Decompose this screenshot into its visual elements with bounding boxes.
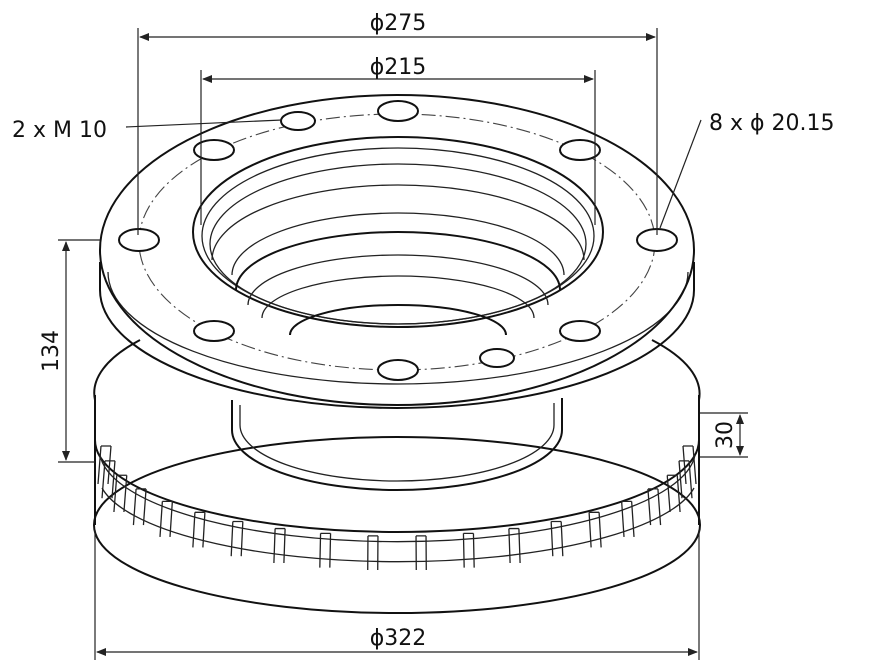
vent-vane [132, 488, 147, 526]
rotor-disc [93, 339, 701, 614]
vent-vane [462, 532, 475, 568]
vent-vane [192, 511, 206, 548]
vent-vane [666, 474, 681, 513]
vent-vane [647, 488, 662, 526]
vent-vane [97, 445, 112, 485]
vent-vane [508, 527, 521, 563]
vent-vane [159, 500, 174, 538]
vent-vane [273, 527, 286, 563]
dimension-bolt-circle: ϕ275 [137, 11, 658, 235]
dimension-hub-bore: ϕ215 [200, 55, 596, 225]
vent-vane [415, 535, 427, 570]
vent-vane [588, 511, 602, 548]
dimension-label-disc-thickness: 30 [713, 421, 738, 449]
vent-vane [113, 474, 128, 513]
callout-mounting-holes: 8 x ϕ 20.15 [659, 111, 835, 229]
dimension-label-hub-bore: ϕ215 [370, 55, 427, 80]
vent-vane [620, 500, 635, 538]
dimension-label-outer-diameter: ϕ322 [370, 626, 427, 651]
dimension-label-bolt-circle: ϕ275 [370, 11, 427, 36]
vent-vane [230, 520, 244, 557]
hub-hat [231, 398, 563, 491]
callout-label-threaded-holes: 2 x M 10 [12, 118, 107, 143]
dimension-disc-thickness: 30 [700, 412, 748, 458]
vent-vanes [97, 445, 697, 570]
vent-vane [682, 445, 697, 485]
callout-threaded-holes: 2 x M 10 [12, 118, 283, 143]
vent-vane [550, 520, 564, 557]
mounting-flange [99, 94, 695, 409]
callout-label-mounting-holes: 8 x ϕ 20.15 [709, 111, 835, 136]
vent-vane [367, 535, 379, 570]
vent-vane [319, 532, 332, 568]
vent-vane [101, 460, 116, 499]
dimension-height: 134 [39, 239, 100, 463]
dimension-label-height: 134 [39, 330, 64, 372]
dimension-outer-diameter: ϕ322 [94, 530, 700, 660]
